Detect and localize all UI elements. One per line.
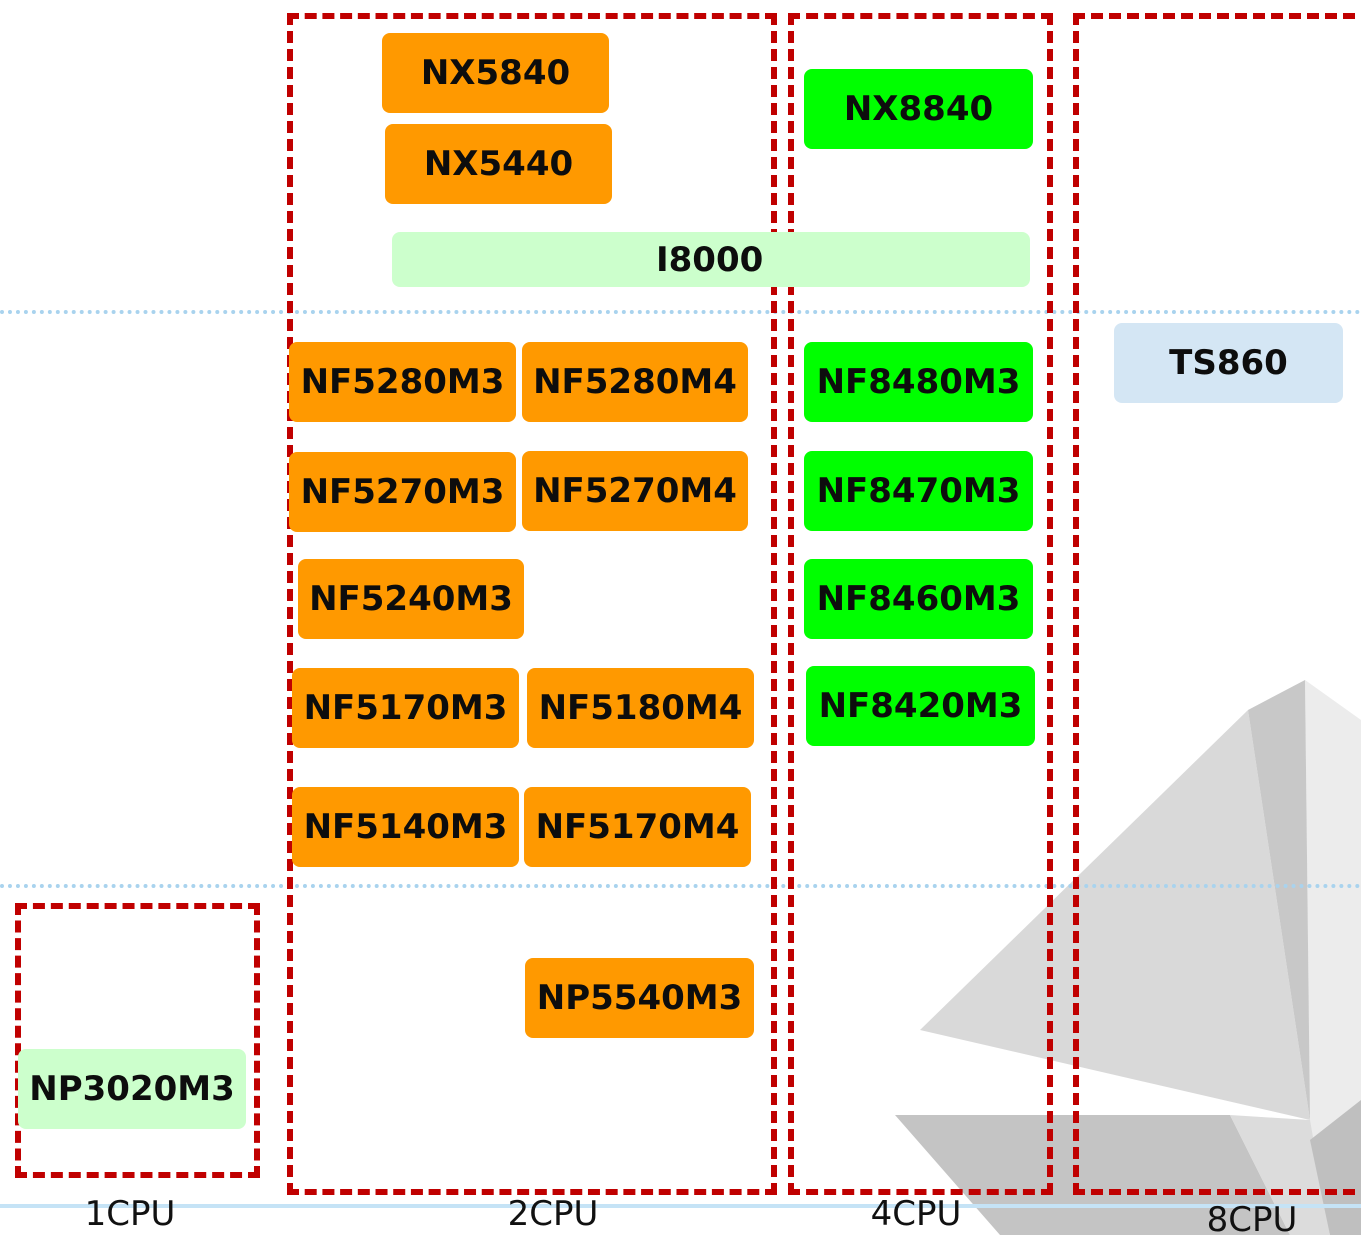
lower-tier-divider	[0, 884, 1361, 888]
column-label-1cpu: 1CPU	[84, 1194, 176, 1234]
model-box-nf5240m3: NF5240M3	[298, 559, 524, 639]
upper-tier-divider	[0, 310, 1361, 314]
model-box-np5540m3: NP5540M3	[525, 958, 754, 1038]
model-box-nx5440: NX5440	[385, 124, 612, 204]
column-label-4cpu: 4CPU	[870, 1194, 962, 1234]
model-box-nf5180m4: NF5180M4	[527, 668, 754, 748]
model-box-nf5280m4: NF5280M4	[522, 342, 748, 422]
model-box-nf5270m3: NF5270M3	[289, 452, 516, 532]
model-box-nf8480m3: NF8480M3	[804, 342, 1033, 422]
model-box-i8000: I8000	[392, 232, 1030, 287]
model-box-nf8420m3: NF8420M3	[806, 666, 1035, 746]
model-box-nf5270m4: NF5270M4	[522, 451, 748, 531]
model-box-nf5140m3: NF5140M3	[292, 787, 519, 867]
baseline	[0, 1204, 1361, 1208]
model-box-nx8840: NX8840	[804, 69, 1033, 149]
model-box-nf5280m3: NF5280M3	[289, 342, 516, 422]
model-box-ts860: TS860	[1114, 323, 1343, 403]
model-box-nf5170m4: NF5170M4	[524, 787, 751, 867]
group-2cpu	[287, 13, 777, 1195]
group-8cpu	[1073, 13, 1361, 1195]
group-1cpu	[15, 903, 260, 1178]
column-label-8cpu: 8CPU	[1206, 1200, 1298, 1240]
model-box-nf8460m3: NF8460M3	[804, 559, 1033, 639]
model-box-nf8470m3: NF8470M3	[804, 451, 1033, 531]
model-box-nx5840: NX5840	[382, 33, 609, 113]
model-box-nf5170m3: NF5170M3	[292, 668, 519, 748]
model-box-np3020m3: NP3020M3	[18, 1049, 246, 1129]
group-4cpu	[788, 13, 1053, 1195]
column-label-2cpu: 2CPU	[507, 1194, 599, 1234]
